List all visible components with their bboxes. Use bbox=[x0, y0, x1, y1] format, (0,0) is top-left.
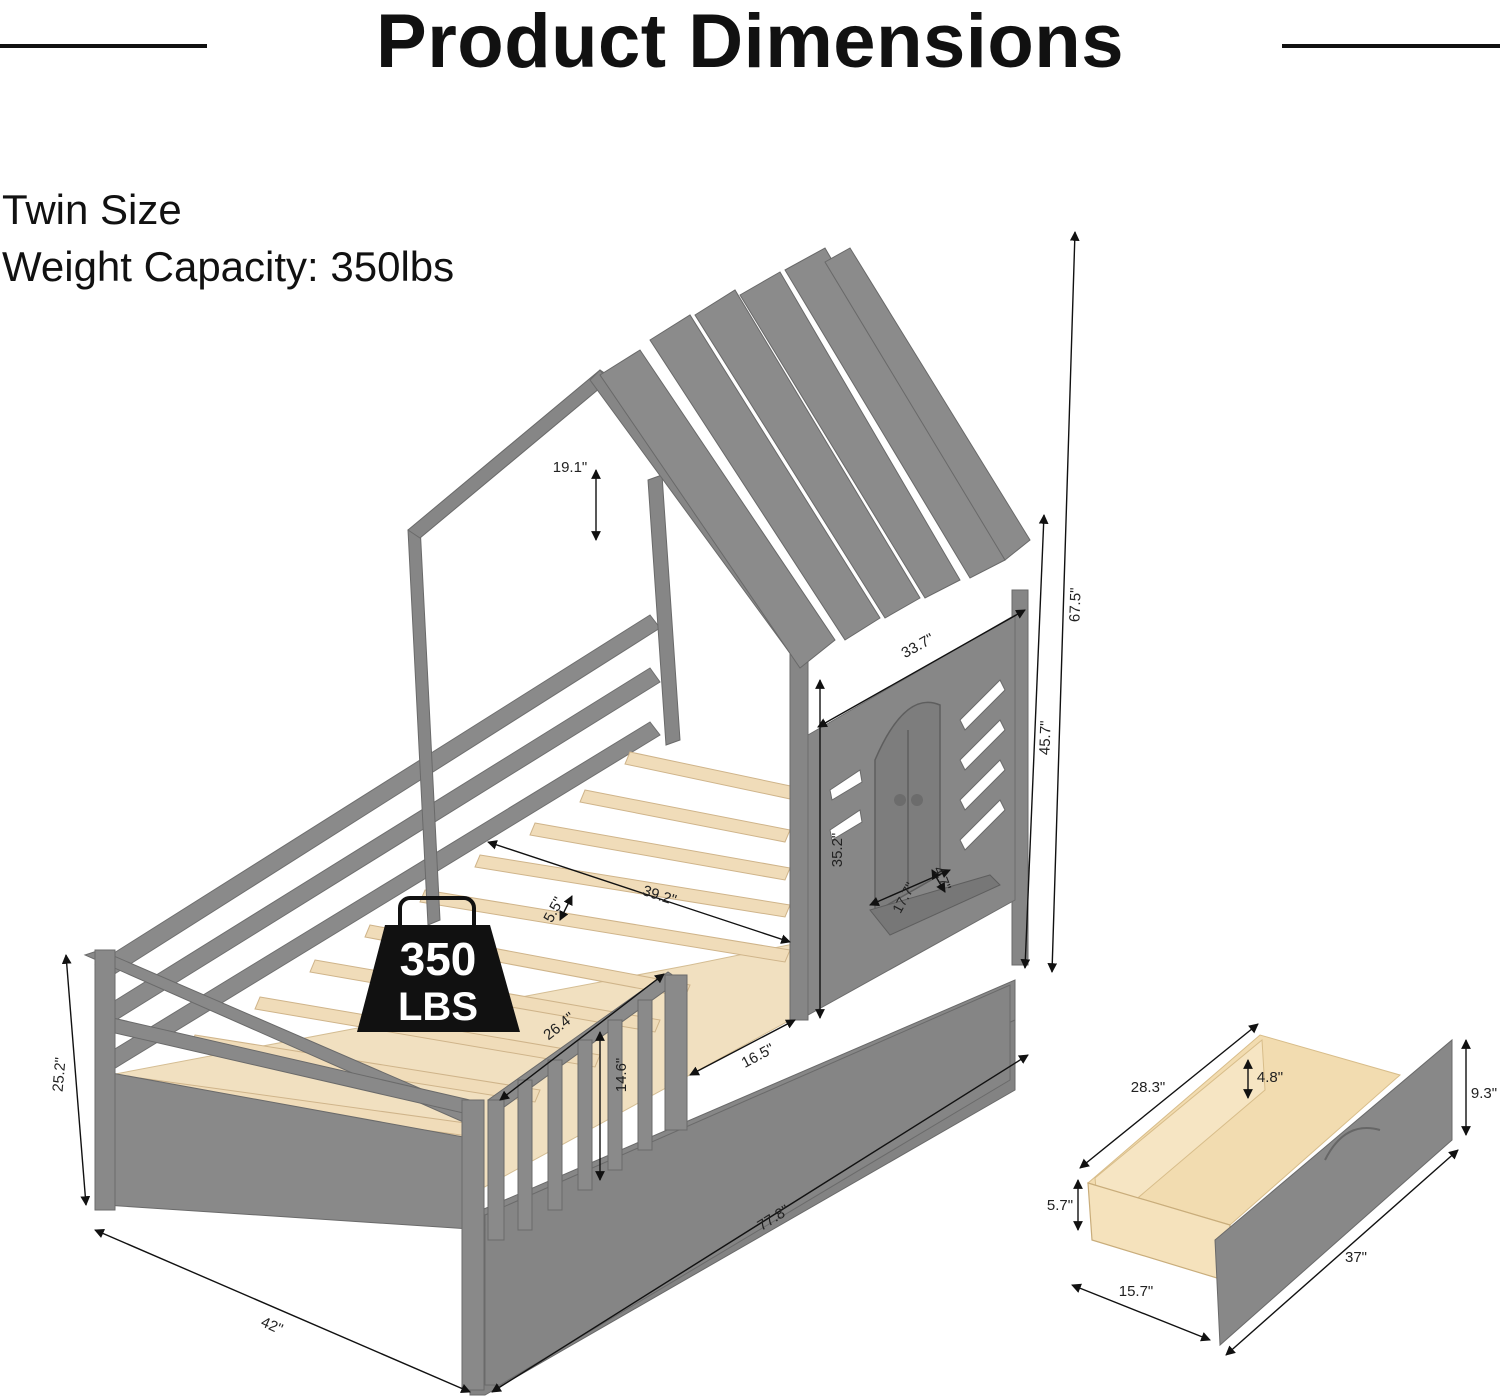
dim-cabinet-height: 35.2" bbox=[829, 833, 846, 868]
page-title: Product Dimensions bbox=[376, 0, 1124, 84]
capacity-label: Weight Capacity: 350lbs bbox=[2, 243, 455, 290]
dim-bed-width: 42" bbox=[258, 1314, 285, 1338]
drawer-front-width-label: 37" bbox=[1345, 1249, 1367, 1266]
back-guard-rail bbox=[94, 614, 661, 1071]
dim-frame-height: 45.7" bbox=[1036, 720, 1054, 755]
badge-number: 350 bbox=[400, 933, 477, 985]
title-row: Product Dimensions bbox=[0, 0, 1500, 90]
weight-badge: 350 LBS bbox=[357, 896, 520, 1032]
drawer-side-height-label: 5.7" bbox=[1047, 1197, 1073, 1214]
size-label: Twin Size bbox=[2, 186, 182, 233]
house-cabinet bbox=[807, 614, 1016, 1016]
drawer-front-height-label: 9.3" bbox=[1471, 1085, 1497, 1102]
badge-unit: LBS bbox=[398, 985, 478, 1029]
drawer-depth-label: 4.8" bbox=[1257, 1069, 1283, 1086]
dim-total-height: 67.5" bbox=[1066, 587, 1084, 622]
title-rule-left bbox=[0, 44, 207, 48]
foot-board bbox=[83, 949, 486, 1391]
title-rule-right bbox=[1282, 44, 1500, 48]
roof-slats bbox=[599, 247, 1031, 669]
dim-foot-height: 25.2" bbox=[50, 1057, 70, 1093]
dim-roof-height: 19.1" bbox=[553, 459, 588, 476]
drawer-length-label: 28.3" bbox=[1131, 1079, 1166, 1096]
drawer-width-label: 15.7" bbox=[1119, 1283, 1154, 1300]
drawer-dimension-lines bbox=[1071, 1023, 1471, 1356]
dimension-lines bbox=[61, 231, 1080, 1394]
dim-gate-height: 14.6" bbox=[613, 1058, 630, 1093]
bed-illustration bbox=[83, 247, 1031, 1396]
dim-house-width: 33.7" bbox=[899, 630, 937, 662]
